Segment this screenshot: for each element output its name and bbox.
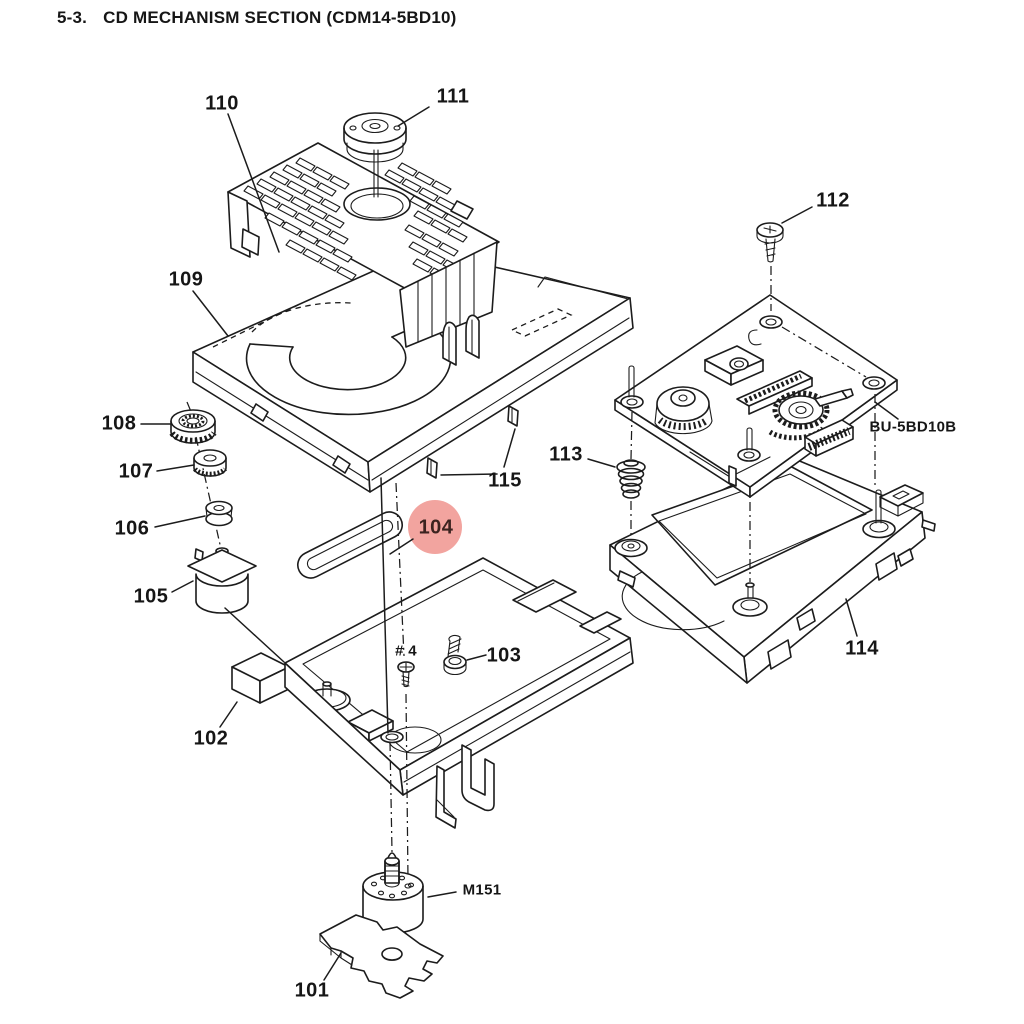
leader-109 — [192, 290, 229, 337]
part-label-102: 102 — [193, 727, 229, 750]
gear-stack-and-loading-motor — [169, 401, 285, 663]
part-label-101: 101 — [294, 979, 330, 1002]
leader-m151 — [427, 891, 457, 898]
part-label-103: 103 — [486, 644, 522, 667]
chassis-102 — [231, 557, 634, 829]
loading-belt-104 — [296, 511, 404, 579]
screw-number4 — [397, 661, 415, 688]
top-cover-110 — [227, 142, 500, 366]
part-label-113: 113 — [549, 443, 583, 466]
highlight-circle-104 — [408, 500, 462, 554]
leader-102 — [219, 701, 238, 728]
leader-111 — [397, 106, 430, 127]
alignment-lines-center — [380, 477, 409, 881]
part-label-112: 112 — [816, 189, 850, 212]
pickup-unit-bu-5bd10b — [614, 294, 898, 498]
leader-106 — [154, 515, 206, 528]
leader-bu5bd10b — [874, 401, 899, 420]
leader-113 — [587, 458, 616, 468]
screw-112 — [756, 222, 784, 263]
section-title: 5-3. CD MECHANISM SECTION (CDM14-5BD10) — [57, 8, 457, 28]
leader-104 — [389, 538, 414, 555]
leader-101 — [323, 952, 342, 981]
part-label-107: 107 — [118, 460, 154, 483]
part-label-114: 114 — [845, 637, 879, 660]
disc-tray-109 — [192, 249, 634, 493]
base-frame-114 — [609, 456, 936, 684]
leader-107 — [156, 464, 195, 472]
gear-108 — [169, 409, 217, 444]
clips-115 — [426, 405, 519, 479]
section-number: 5-3. — [57, 8, 88, 27]
leader-115b — [503, 428, 516, 468]
damper-spring-113 — [616, 459, 646, 499]
part-label-106: 106 — [114, 517, 150, 540]
disc-clamper-111 — [343, 112, 407, 198]
part-label-number4: # 4 — [395, 642, 417, 660]
part-label-104-highlighted: 104 — [418, 516, 454, 539]
leader-112 — [781, 206, 813, 224]
part-label-111: 111 — [436, 85, 470, 108]
leader-105 — [171, 580, 194, 593]
leader-lines — [140, 106, 899, 981]
part-label-m151: M151 — [462, 881, 502, 899]
bracket-plate-101 — [319, 914, 444, 999]
screw-103 — [443, 634, 467, 676]
pulley-106 — [205, 500, 233, 527]
part-label-bu-5bd10b: BU-5BD10B — [869, 418, 957, 436]
part-label-105: 105 — [133, 585, 169, 608]
spindle-motor-m151 — [362, 852, 424, 934]
section-heading: CD MECHANISM SECTION (CDM14-5BD10) — [103, 8, 457, 27]
gear-107 — [192, 449, 228, 477]
motor-105 — [187, 547, 257, 614]
part-label-110: 110 — [205, 92, 239, 115]
leader-103 — [466, 654, 487, 661]
part-label-115: 115 — [488, 469, 522, 492]
part-label-108: 108 — [101, 412, 137, 435]
leader-115a — [440, 473, 498, 476]
leader-110 — [227, 113, 280, 253]
leader-114 — [845, 598, 858, 637]
alignment-lines-right — [630, 266, 876, 538]
part-label-109: 109 — [168, 268, 204, 291]
